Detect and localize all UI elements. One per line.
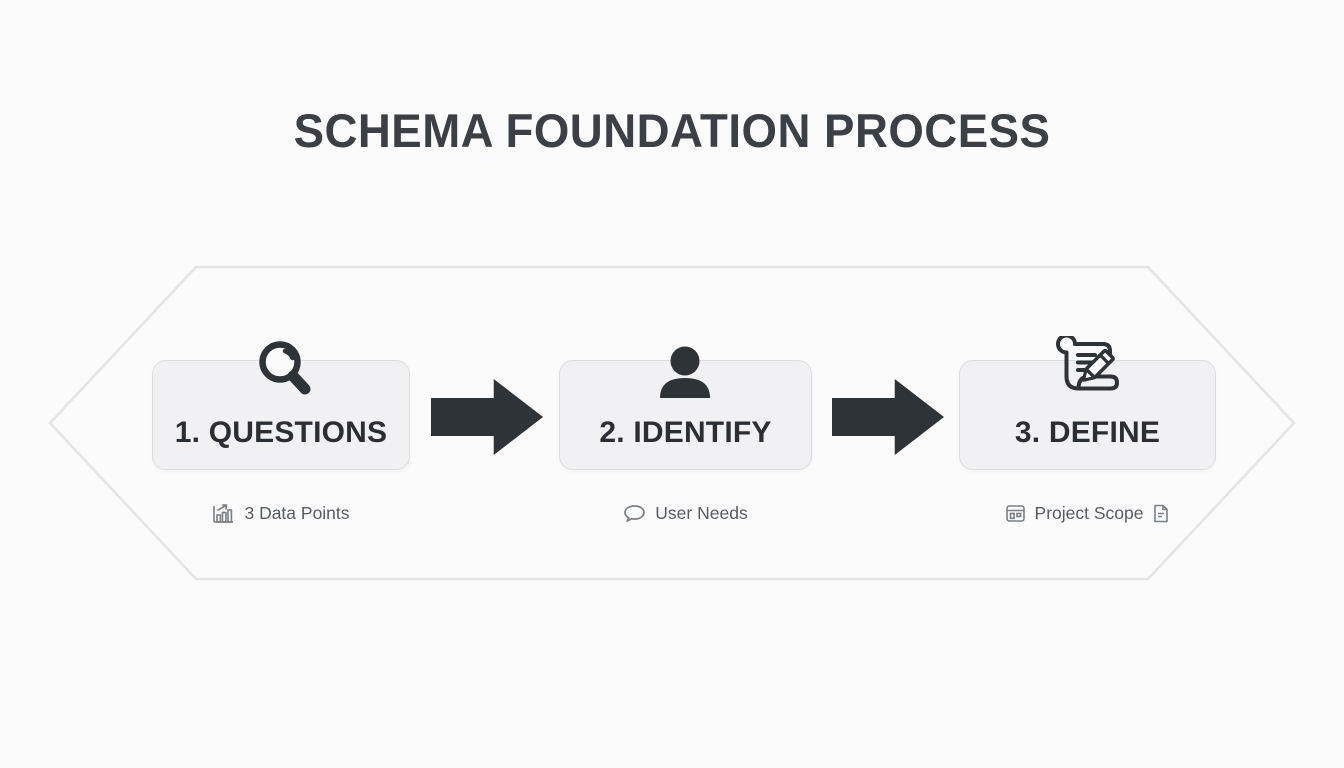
speech-bubble-icon: [624, 504, 646, 522]
user-icon: [660, 346, 710, 398]
document-icon: [1154, 504, 1169, 522]
kanban-window-icon: [1005, 504, 1025, 522]
scroll-pencil-icon: [1056, 336, 1119, 391]
step-label: 2. IDENTIFY: [599, 416, 772, 449]
page-title: SCHEMA FOUNDATION PROCESS: [293, 104, 1051, 157]
step-label: 3. DEFINE: [1014, 416, 1161, 449]
arrow-right-icon: [832, 379, 944, 455]
subtitle-label: User Needs: [655, 502, 748, 523]
subtitle-define: Project Scope: [959, 500, 1216, 526]
step-label: 1. QUESTIONS: [174, 416, 388, 449]
magnifier-icon: [259, 341, 311, 395]
subtitle-questions: 3 Data Points: [152, 500, 410, 526]
bar-chart-icon: [213, 503, 234, 523]
arrow-right-icon: [431, 379, 543, 455]
subtitle-label: 3 Data Points: [244, 502, 350, 523]
subtitle-label: Project Scope: [1034, 502, 1144, 523]
subtitle-identify: User Needs: [559, 500, 812, 526]
